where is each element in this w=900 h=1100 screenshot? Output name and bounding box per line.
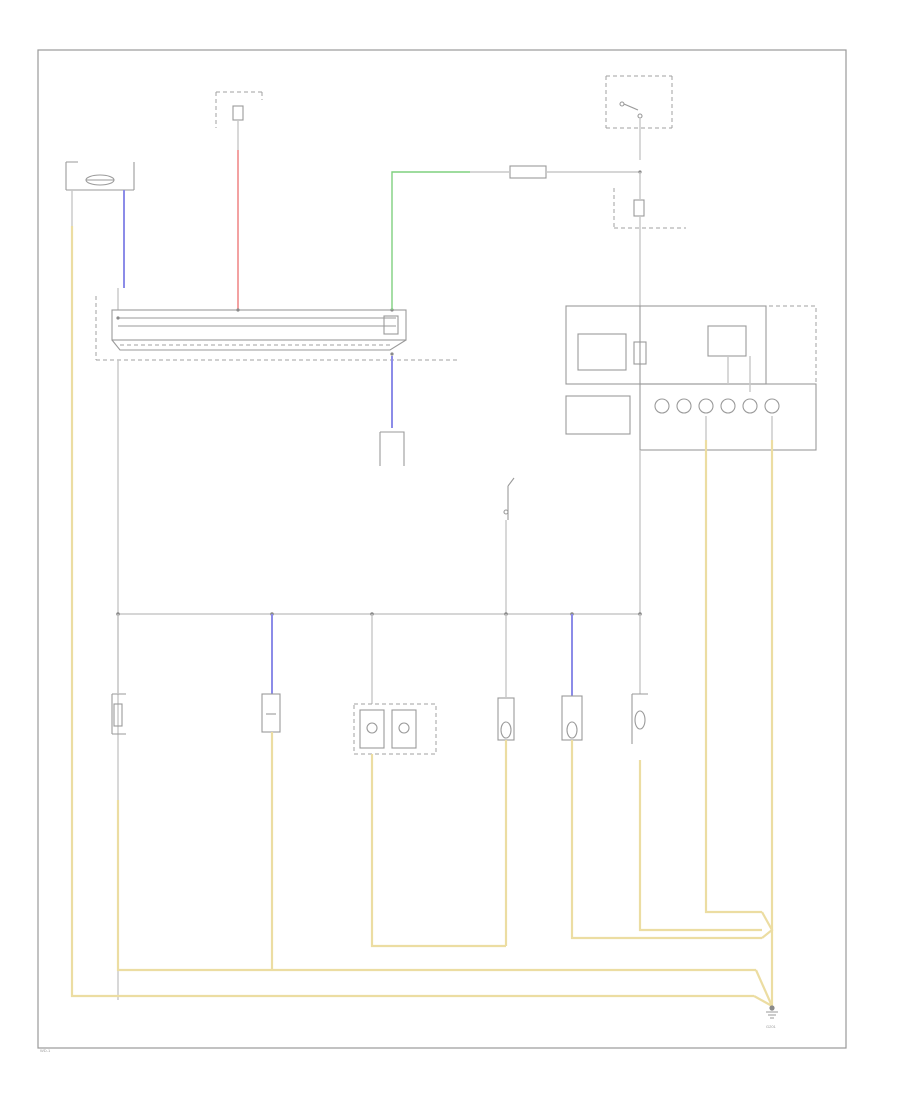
tan-wire-sensor-6	[638, 760, 762, 932]
sensor-6	[631, 693, 648, 744]
hot-at-all-times-fuse	[215, 91, 263, 150]
tan-wire-converge-2	[753, 995, 773, 1007]
ground-symbol	[766, 1005, 778, 1019]
sensor-component	[379, 431, 405, 466]
tan-wire-left-ground	[70, 226, 754, 998]
green-wire	[391, 171, 470, 310]
sensor-1	[111, 693, 126, 735]
tan-wire-sensor-3	[370, 754, 506, 948]
fuse-panel-fuse	[613, 172, 686, 306]
tan-wire-converge-3	[761, 911, 774, 939]
ground-label: G201	[766, 1024, 777, 1029]
sensor-3	[353, 703, 437, 755]
tan-wire-sensor-5	[570, 740, 762, 940]
page-reference: WD-1	[40, 1048, 51, 1053]
protection-fuse	[470, 165, 642, 179]
instrument-cluster	[565, 305, 817, 451]
diagram-frame	[37, 49, 847, 1049]
sensor-4	[497, 697, 515, 741]
tan-wire-cluster-a	[704, 440, 762, 914]
tan-wire-converge-1	[754, 969, 774, 1007]
sensor-5	[561, 695, 583, 741]
brake-switch	[503, 477, 515, 520]
tan-wire-ground-bus	[116, 800, 756, 972]
horn-relay	[65, 161, 135, 191]
junction-connector-strip	[95, 296, 460, 361]
sensor-2	[261, 693, 281, 733]
ignition-switch	[605, 75, 673, 160]
